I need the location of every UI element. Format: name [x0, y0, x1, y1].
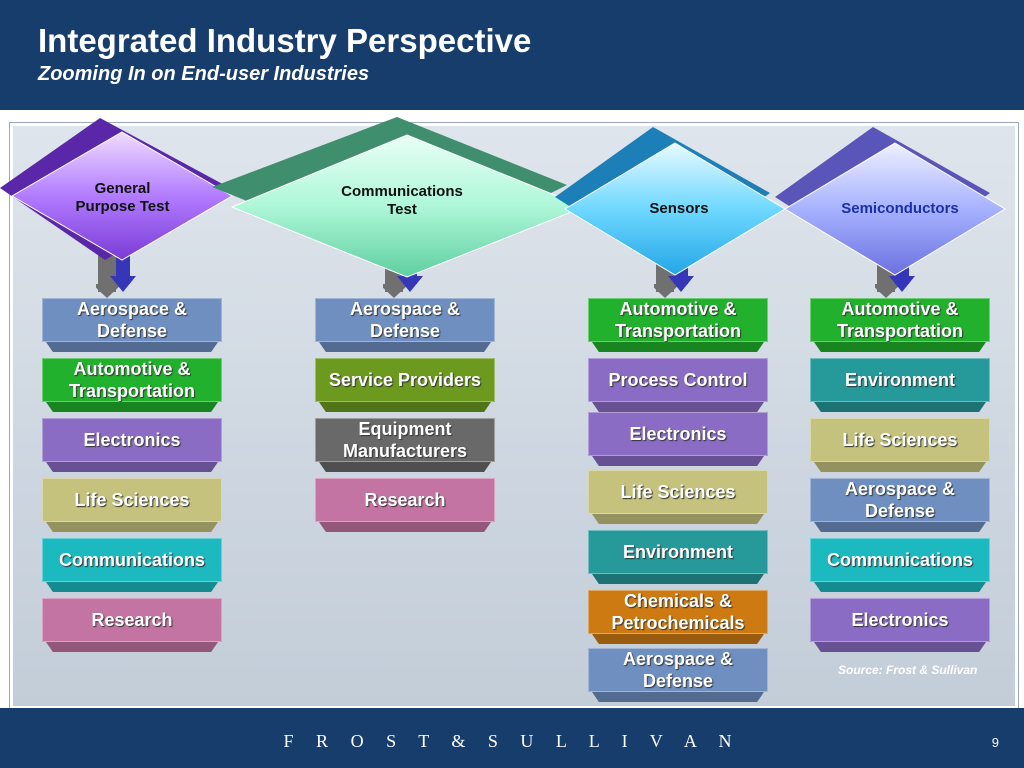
item-automotive-transportation: Automotive & Transportation	[810, 298, 990, 352]
item-electronics: Electronics	[810, 598, 990, 652]
item-equipment-manufacturers: Equipment Manufacturers	[315, 418, 495, 472]
item-process-control: Process Control	[588, 358, 768, 412]
heading-label: Communications Test	[341, 183, 463, 218]
page-number: 9	[991, 735, 999, 750]
page-subtitle: Zooming In on End-user Industries	[38, 63, 370, 85]
footer-bar: F R O S T & S U L L I V A N 9	[0, 708, 1024, 768]
item-environment: Environment	[588, 530, 768, 584]
item-environment: Environment	[810, 358, 990, 412]
heading-sensors: Sensors	[555, 127, 790, 277]
heading-semiconductors: Semiconductors	[775, 127, 1010, 277]
arrow-general-purpose-test	[96, 250, 136, 298]
item-aerospace-defense: Aerospace & Defense	[588, 648, 768, 702]
item-research: Research	[315, 478, 495, 532]
heading-label: Sensors	[649, 200, 709, 217]
title-bar: Integrated Industry Perspective Zooming …	[0, 0, 1024, 110]
heading-communications-test: Communications Test	[212, 117, 592, 278]
item-aerospace-defense: Aerospace & Defense	[42, 298, 222, 352]
item-electronics: Electronics	[588, 412, 768, 466]
item-life-sciences: Life Sciences	[810, 418, 990, 472]
heading-general-purpose-test: General Purpose Test	[0, 118, 245, 268]
source-note: Source: Frost & Sullivan	[838, 663, 978, 677]
item-automotive-transportation: Automotive & Transportation	[588, 298, 768, 352]
item-chemicals-petrochemicals: Chemicals & Petrochemicals	[588, 590, 768, 644]
heading-label: Semiconductors	[841, 200, 959, 217]
item-research: Research	[42, 598, 222, 652]
item-aerospace-defense: Aerospace & Defense	[810, 478, 990, 532]
item-service-providers: Service Providers	[315, 358, 495, 412]
item-communications: Communications	[42, 538, 222, 592]
page-title: Integrated Industry Perspective	[38, 22, 532, 59]
frost-sullivan-logo: F R O S T & S U L L I V A N	[283, 731, 741, 751]
item-aerospace-defense: Aerospace & Defense	[315, 298, 495, 352]
heading-label: General Purpose Test	[75, 180, 170, 215]
item-communications: Communications	[810, 538, 990, 592]
item-electronics: Electronics	[42, 418, 222, 472]
item-life-sciences: Life Sciences	[588, 470, 768, 524]
item-life-sciences: Life Sciences	[42, 478, 222, 532]
item-automotive-transportation: Automotive & Transportation	[42, 358, 222, 412]
